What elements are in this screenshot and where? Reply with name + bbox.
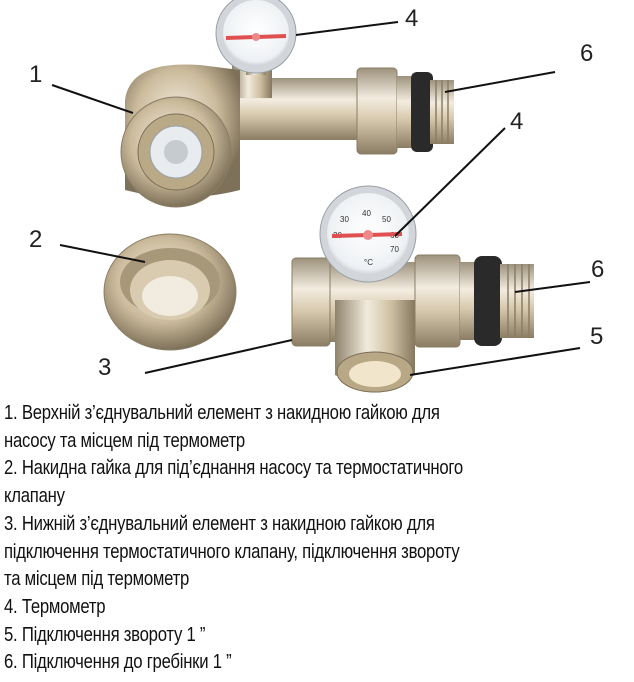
callout-6-top: 6 [580, 40, 593, 67]
legend-line: насосу та місцем під термометр [4, 429, 245, 452]
product-illustration: 20 30 40 50 60 70 °C 1 2 3 4 4 5 6 6 [29, 0, 604, 393]
parts-legend: 1. Верхній з’єднувальний елемент з накид… [4, 400, 622, 677]
callout-2: 2 [29, 226, 42, 253]
legend-line: 1. Верхній з’єднувальний елемент з накид… [4, 402, 440, 424]
legend-line: клапану [4, 485, 65, 508]
gauge-tick: 50 [382, 215, 391, 224]
legend-line: та місцем під термометр [4, 568, 190, 591]
gauge-unit: °C [364, 258, 373, 267]
callout-3: 3 [98, 354, 111, 381]
callout-4-top: 4 [405, 5, 418, 32]
callout-lines [51, 21, 591, 376]
gauge-tick: 30 [340, 215, 349, 224]
gauge-tick: 40 [362, 209, 371, 218]
legend-line: 2. Накидна гайка для під’єднання насосу … [4, 457, 463, 480]
thermometer-lower: 20 30 40 50 60 70 °C [319, 185, 417, 283]
legend-line: 3. Нижній з’єднувальний елемент з накидн… [4, 512, 435, 535]
thermometer-upper [215, 0, 297, 75]
legend-line: підключення термостатичного клапану, під… [4, 540, 460, 563]
legend-line: 4. Термометр [4, 595, 106, 618]
gauge-tick: 70 [390, 245, 399, 254]
lower-connector [291, 254, 534, 393]
callout-1: 1 [29, 61, 42, 88]
callout-4-lower: 4 [510, 108, 523, 135]
callout-5: 5 [590, 323, 603, 350]
union-nut [103, 233, 237, 351]
legend-line: 5. Підключення звороту 1 ” [4, 623, 206, 646]
callout-6-lower: 6 [591, 256, 604, 283]
upper-connector [120, 58, 454, 208]
legend-line: 6. Підключення до гребінки 1 ” [4, 651, 232, 674]
